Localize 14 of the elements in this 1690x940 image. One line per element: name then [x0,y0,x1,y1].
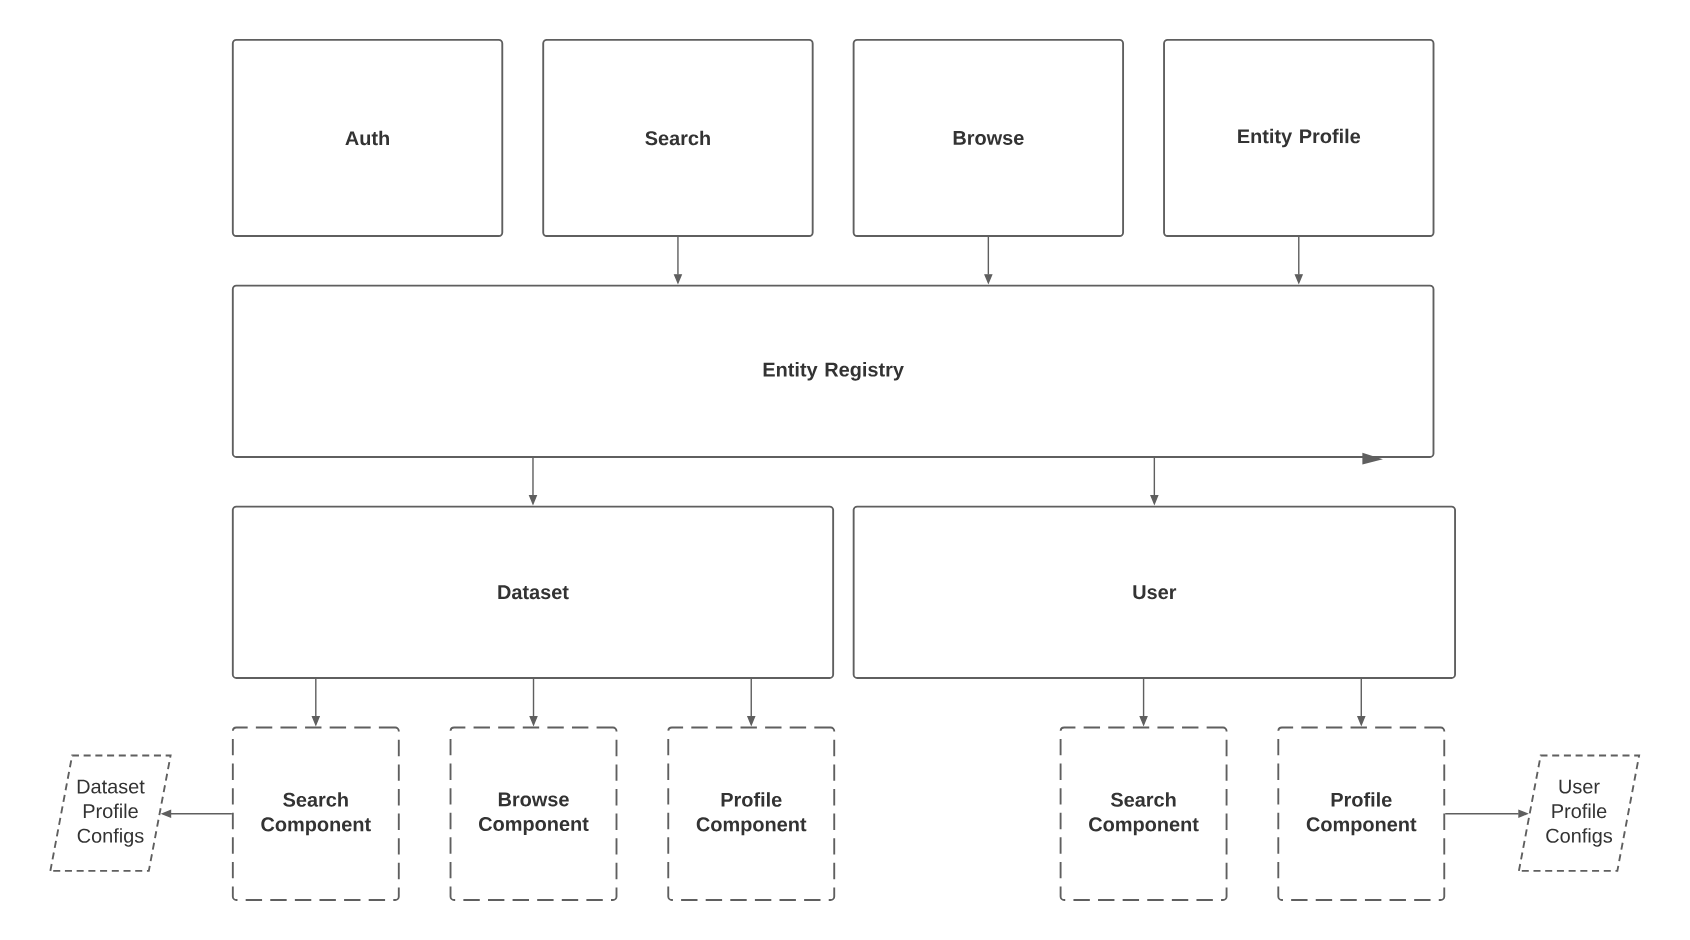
module-box: Entity Profile [1163,39,1435,238]
module-box: Entity Registry [231,284,1435,458]
component-box: Search Component [1059,726,1228,901]
module-box: Auth [231,39,504,238]
component-box: Browse Component [449,726,618,901]
component-box: Search Component [231,726,400,901]
module-box: User [852,505,1456,679]
module-box: Search [542,39,814,238]
component-box: Profile Component [667,726,836,901]
config-parallelogram: User Profile Configs [1517,754,1641,872]
module-box: Browse [852,39,1124,238]
module-box: Dataset [231,505,835,679]
component-box: Profile Component [1277,726,1446,901]
config-parallelogram: Dataset Profile Configs [49,754,172,872]
